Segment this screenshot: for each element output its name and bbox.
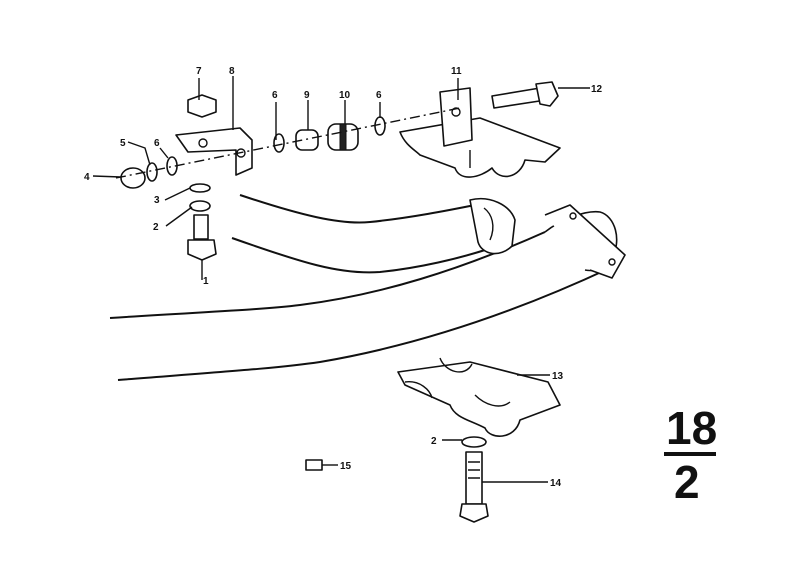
- callout-3[interactable]: 3: [154, 195, 160, 206]
- callout-4[interactable]: 4: [84, 172, 90, 183]
- callout-14[interactable]: 14: [550, 478, 562, 489]
- callout-15[interactable]: 15: [340, 461, 352, 472]
- upper-bracket: [399, 87, 561, 178]
- group-number: 18 2: [664, 402, 717, 508]
- callout-13[interactable]: 13: [552, 371, 564, 382]
- callout-labels: 1 2 3 4 5 6 6 6 7 8 9 10 11 12 13 2 14 1…: [84, 66, 603, 489]
- exhaust-pipes: [109, 194, 626, 381]
- callout-6-left[interactable]: 6: [154, 138, 160, 149]
- callout-1[interactable]: 1: [203, 276, 209, 287]
- fraction-bar: [664, 452, 716, 456]
- callout-2-lower[interactable]: 2: [431, 436, 437, 447]
- leader-lines: [92, 76, 590, 483]
- callout-8[interactable]: 8: [229, 66, 235, 77]
- part-15-clip: [305, 459, 323, 471]
- fastener-stack: [120, 81, 559, 261]
- callout-2[interactable]: 2: [153, 222, 159, 233]
- callout-7[interactable]: 7: [196, 66, 202, 77]
- callout-9[interactable]: 9: [304, 90, 310, 101]
- bolt-14: [459, 436, 489, 523]
- callout-10[interactable]: 10: [339, 90, 351, 101]
- group-number-bottom: 2: [674, 456, 700, 508]
- callout-11[interactable]: 11: [451, 66, 462, 77]
- callout-12[interactable]: 12: [591, 84, 603, 95]
- group-number-top: 18: [666, 402, 717, 454]
- callout-6-middle[interactable]: 6: [272, 90, 278, 101]
- callout-6-right[interactable]: 6: [376, 90, 382, 101]
- lower-clamp: [397, 357, 561, 437]
- callout-5[interactable]: 5: [120, 138, 126, 149]
